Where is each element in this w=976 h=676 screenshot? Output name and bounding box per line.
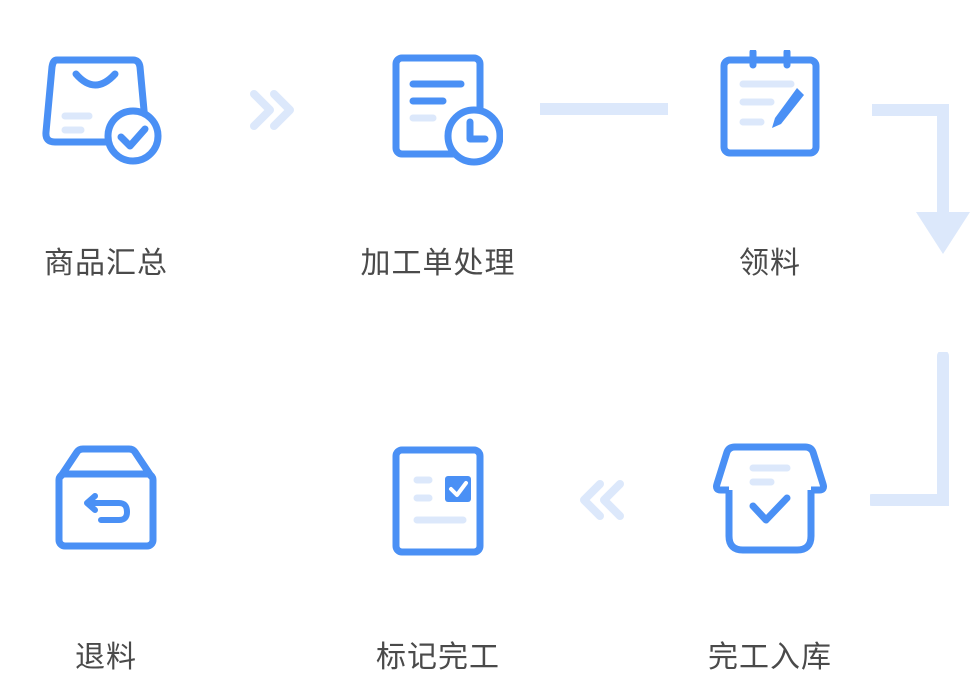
double-chevron-right-icon [250,90,294,130]
elbow-return-line [870,352,949,506]
step-work-order-processing: 加工单处理 [338,50,538,290]
double-chevron-left-icon [580,480,624,520]
step-label: 加工单处理 [360,246,516,281]
step-material-requisition: 领料 [670,50,870,290]
elbow-down-arrow-icon [872,104,970,254]
notepad-pen-icon [720,50,820,157]
step-mark-complete: 标记完工 [338,440,538,675]
step-completed-warehousing: 完工入库 [670,440,870,675]
box-return-icon [55,445,157,550]
document-clock-icon [392,54,503,166]
step-label: 领料 [739,246,801,281]
step-label: 完工入库 [708,640,832,675]
step-label: 标记完工 [376,640,500,675]
step-label: 退料 [75,640,137,675]
inbox-check-icon [713,443,827,554]
step-product-summary: 商品汇总 [6,50,206,290]
shopping-bag-check-icon [42,56,162,165]
connector-line [540,103,668,115]
step-label: 商品汇总 [44,246,168,281]
document-checkbox-icon [392,446,484,556]
step-material-return: 退料 [6,440,206,675]
